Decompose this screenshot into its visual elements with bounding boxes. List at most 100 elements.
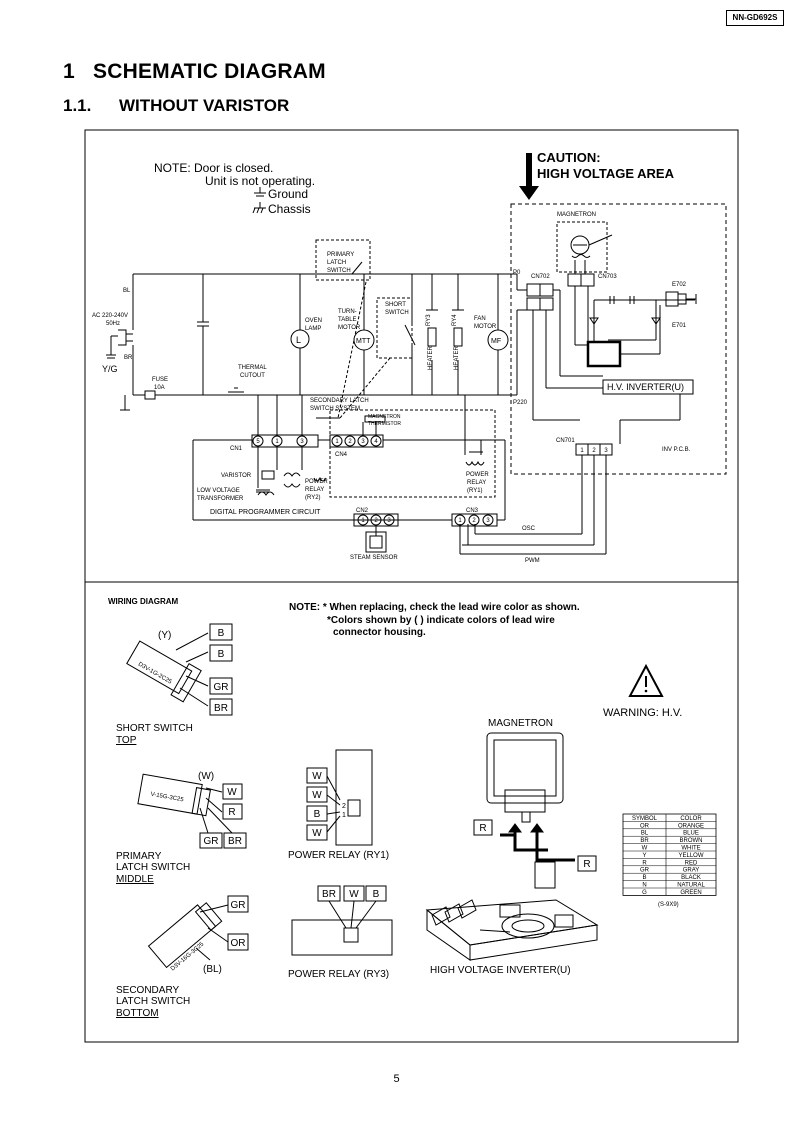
ac-input-label-1: AC 220-240V [92,313,128,319]
table-cell-color: BLUE [683,831,699,837]
table-cell-symbol: B [642,875,646,881]
wire-code: OR [231,938,246,949]
table-frame [622,813,717,896]
br-label: BR [124,355,133,361]
lamp-symbol: L [296,335,301,345]
section-title: 1 SCHEMATIC DIAGRAM [63,60,326,84]
ry2-label-2: RELAY [305,487,324,493]
short-switch-label-1: SHORT [385,302,406,308]
short-switch-part: D3V-1G-2C25 [137,662,173,686]
yg-label: Y/G [102,364,118,374]
secondary-latch-drawing [147,895,249,969]
magnetron-icon [570,234,613,274]
caution-line-2: HIGH VOLTAGE AREA [537,166,675,181]
oven-lamp-label-2: LAMP [305,326,321,332]
heater-label-2: HEATER [454,345,460,370]
wire-code: GR [231,900,246,911]
turntable-motor-symbol: MTT [356,338,371,345]
cn4-pin: 2 [348,439,352,445]
ry1-pin: 2 [342,803,346,810]
caution-arrow-icon [519,153,539,200]
wire-code: BR [214,703,228,714]
wire-tag [209,677,233,695]
model-number-box: NN-GD692S [726,10,784,26]
ry1-label-1: POWER [466,472,489,478]
p220-label: P220 [513,400,528,406]
wiring-diagram-title: WIRING DIAGRAM [108,597,179,606]
subsection-title-text: WITHOUT VARISTOR [119,96,290,115]
primary-latch-label-1: PRIMARY [327,252,354,258]
note-line-2: Unit is not operating. [205,174,315,188]
wire-tag [199,832,223,849]
hv-inverter-board-drawing [425,899,599,961]
subsection-title: 1.1. WITHOUT VARISTOR [63,96,289,116]
cn4-pin: 4 [374,439,378,445]
warning-triangle-icon [628,663,664,697]
power-relay-ry3-drawing [291,885,393,956]
cn701-pin: 2 [592,448,596,454]
fan-motor-icon [487,329,509,351]
table-cell-symbol: GR [640,868,650,874]
loads [290,329,509,351]
table-cell-color: ORANGE [678,823,704,829]
secondary-latch-label-1: SECONDARY LATCH [310,398,369,404]
schematic-labels: PRIMARY LATCH SWITCH SHORT SWITCH OVEN L… [92,252,691,564]
table-cell-color: WHITE [681,846,700,852]
table-cell-symbol: G [642,890,647,896]
table-cell-color: NATURAL [677,883,705,889]
wire-code: W [312,771,322,782]
cn701-pin: 3 [604,448,608,454]
chassis-label: Chassis [268,202,311,216]
cn701-pin: 1 [580,448,584,454]
reference-code: (S-9X9) [658,902,679,908]
ry1-label-3: (RY1) [467,488,483,494]
chassis-icon [252,202,266,214]
table-cell-symbol: SYMBOL [632,816,658,822]
hv-inverter-caption: HIGH VOLTAGE INVERTER(U) [430,965,571,976]
warning-block: WARNING: H.V. [603,663,682,719]
cn1-pin: 1 [275,439,279,445]
section-number: 1 [63,60,75,83]
magnetron-label: MAGNETRON [557,212,596,218]
fuse-label-1: FUSE [152,377,168,383]
wire-code: R [228,807,235,818]
secondary-latch-position: BOTTOM [116,1008,159,1019]
thermistor-label-1: MAGNETRON [368,414,401,420]
lv-transformer-label-2: TRANSFORMER [197,496,244,502]
cn3-pin: 2 [472,518,476,524]
ry1-caption: POWER RELAY (RY1) [288,850,389,861]
secondary-housing-label: (BL) [203,964,222,975]
short-switch-label-2: SWITCH [385,310,409,316]
wire-code: W [349,889,359,900]
fan-motor-label-1: FAN [474,316,486,322]
wire-tag [306,767,328,784]
primary-latch-position: MIDDLE [116,874,154,885]
ground-label: Ground [268,187,308,201]
fan-motor-label-2: MOTOR [474,324,497,330]
cn1-pin: 5 [256,439,260,445]
table-cell-color: GREEN [680,890,701,896]
e701-label: E701 [672,323,687,329]
table-cell-color: BLACK [681,875,701,881]
table-cell-symbol: BR [640,838,649,844]
wire-code: B [373,889,380,900]
cn3-label: CN3 [466,508,479,514]
table-cell-color: BROWN [680,838,703,844]
thermal-cutout-label-2: CUTOUT [240,373,265,379]
pwm-label: PWM [525,558,540,564]
table-cell-symbol: OR [640,823,650,829]
steam-sensor-label: STEAM SENSOR [350,555,398,561]
cn2-pin: 3 [387,518,391,524]
wire-code: GR [204,836,219,847]
wire-code: W [312,828,322,839]
varistor-label: VARISTOR [221,473,252,479]
turntable-label-3: MOTOR [338,325,361,331]
subsection-number: 1.1. [63,96,92,115]
table-cell-symbol: W [642,846,648,852]
table-cell-color: YELLOW [678,853,703,859]
cn4-pin: 1 [335,439,339,445]
ry2-label-1: POWER [305,479,328,485]
cn4-label: CN4 [335,452,348,458]
wire-tag [222,803,243,820]
note-line-1: NOTE: Door is closed. [154,161,273,175]
